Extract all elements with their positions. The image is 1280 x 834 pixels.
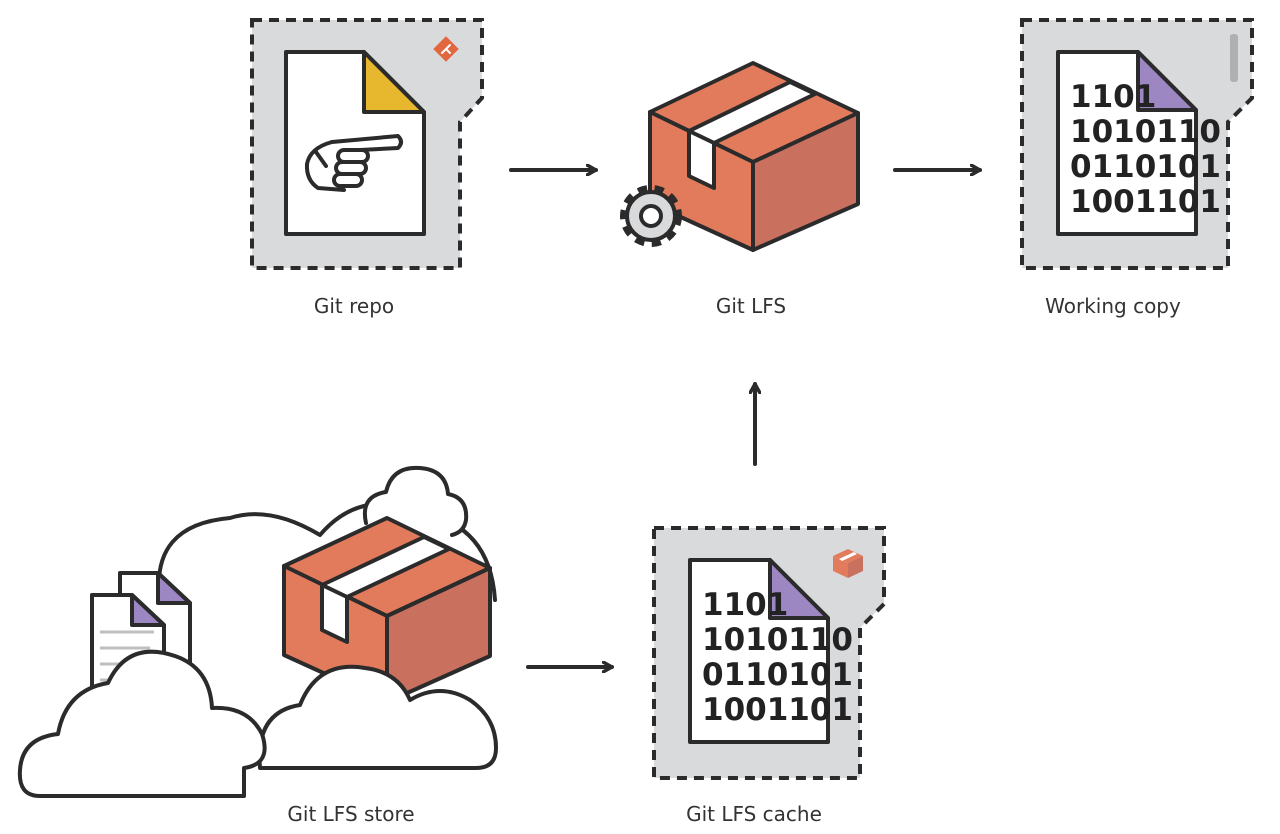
git-lfs-store-node: [17, 465, 498, 798]
package-box-icon: [648, 61, 860, 252]
binary-line-3: 0110101: [1070, 149, 1221, 185]
git-repo-label: Git repo: [313, 294, 395, 318]
git-lfs-store-label: Git LFS store: [287, 802, 415, 826]
binary-line-1: 1101: [702, 587, 788, 623]
binary-line-4: 1001101: [702, 692, 853, 728]
small-box-badge-icon: [833, 549, 863, 578]
working-copy-node: 1101 1010110 0110101 1001101: [1020, 18, 1254, 270]
binary-line-2: 1010110: [702, 622, 853, 658]
git-lfs-label: Git LFS: [715, 294, 787, 318]
gear-icon: [620, 185, 682, 247]
binary-line-4: 1001101: [1070, 184, 1221, 220]
git-lfs-cache-node: 1101 1010110 0110101 1001101: [652, 526, 886, 780]
binary-document-icon: 1101 1010110 0110101 1001101: [688, 558, 853, 744]
git-lfs-node: [620, 61, 860, 252]
pointer-document-icon: [284, 50, 426, 236]
pointing-hand-icon: [304, 134, 403, 192]
binary-document-icon: 1101 1010110 0110101 1001101: [1056, 50, 1221, 236]
working-copy-label: Working copy: [1045, 294, 1181, 318]
binary-line-2: 1010110: [1070, 114, 1221, 150]
binary-line-3: 0110101: [702, 657, 853, 693]
scrollbar-mark: [1230, 34, 1238, 82]
left-front-cloud-icon: [17, 649, 267, 798]
right-front-cloud-icon: [257, 664, 498, 770]
git-repo-node: [250, 18, 484, 270]
binary-line-1: 1101: [1070, 79, 1156, 115]
git-lfs-cache-label: Git LFS cache: [686, 802, 822, 826]
git-logo-icon: [433, 36, 459, 62]
